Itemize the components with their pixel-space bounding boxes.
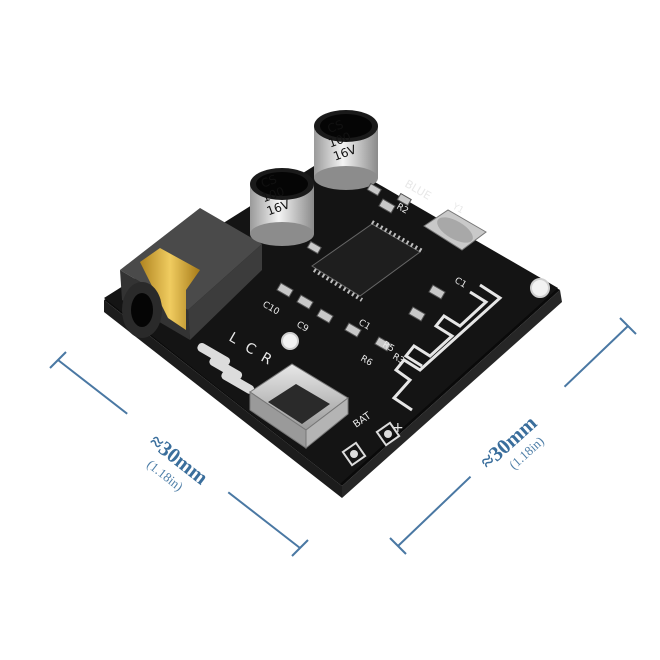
- capacitor-front: CS 100 16V: [250, 168, 314, 246]
- main-ic-chip: [311, 220, 425, 302]
- battery-pads: [341, 421, 401, 467]
- capacitor-label-line1: CS: [325, 117, 345, 136]
- antenna-trace: [391, 283, 503, 412]
- capacitor-back: CS 100 16V: [314, 110, 378, 190]
- audio-output-pads: [197, 343, 255, 394]
- crystal-oscillator: [423, 209, 487, 251]
- audio-jack: [120, 208, 262, 340]
- mounting-hole: [530, 278, 550, 298]
- smd-components: [276, 182, 446, 352]
- plus-label: +: [392, 420, 404, 436]
- capacitor-label-line1: CS: [259, 172, 279, 191]
- mounting-hole: [281, 332, 299, 350]
- micro-usb-port: [249, 363, 349, 450]
